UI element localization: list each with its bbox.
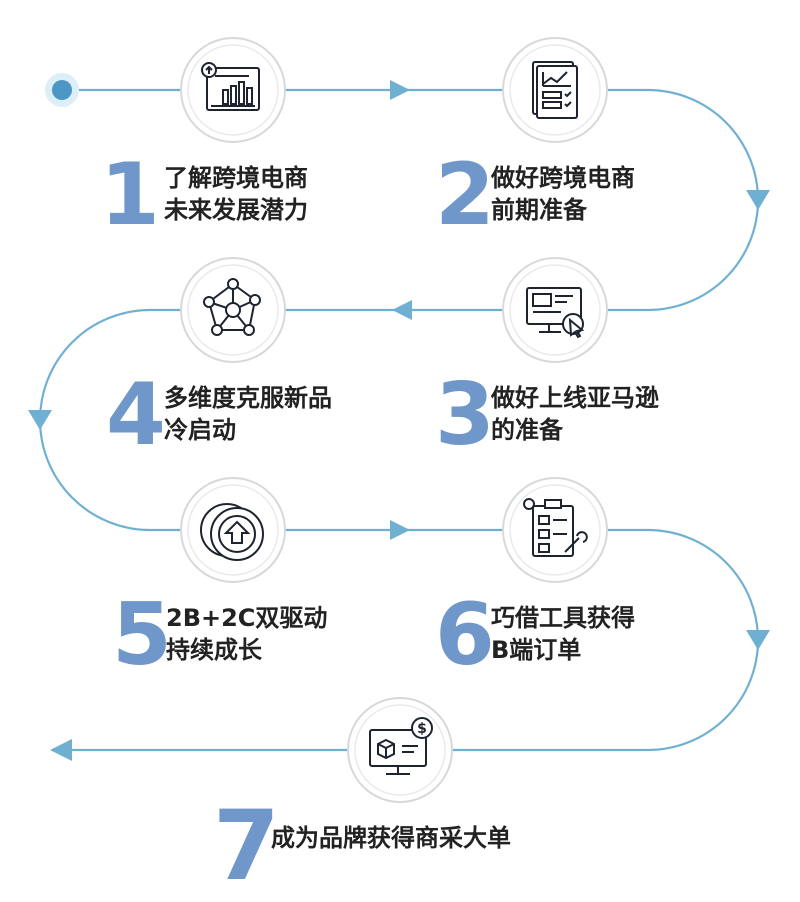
network-nodes-icon <box>180 257 286 363</box>
step-number: 5 <box>112 585 172 685</box>
step-title-line1: 做好跨境电商 <box>491 164 635 192</box>
start-dot <box>45 73 79 107</box>
monitor-cursor-icon <box>502 257 608 363</box>
step-title-line1: 了解跨境电商 <box>164 164 308 192</box>
step-number: 2 <box>435 145 495 245</box>
step-title-line1: 巧借工具获得 <box>491 604 635 632</box>
step-3: 3 做好上线亚马逊 的准备 <box>435 372 725 460</box>
arrow-left-1 <box>392 300 412 320</box>
step-title-line2: 前期准备 <box>491 196 587 224</box>
step-title-line1: 多维度克服新品 <box>164 384 332 412</box>
growth-coins-icon <box>180 477 286 583</box>
step-6: 6 巧借工具获得 B端订单 <box>435 592 725 680</box>
step-4: 4 多维度克服新品 冷启动 <box>106 372 406 460</box>
arrow-right-1 <box>390 80 410 100</box>
step-title-line1: 成为品牌获得商采大单 <box>271 824 511 852</box>
step-number: 7 <box>213 790 280 902</box>
svg-text:$: $ <box>417 721 427 737</box>
step-1: 1 了解跨境电商 未来发展潜力 <box>100 152 390 240</box>
step-title-line2: 冷启动 <box>164 416 236 444</box>
arrow-left-end <box>50 739 72 761</box>
step-number: 4 <box>106 365 166 465</box>
arrow-down-3 <box>746 630 770 650</box>
step-number: 1 <box>100 145 160 245</box>
step-7: 7 成为品牌获得商采大单 <box>213 798 633 894</box>
step-title-line2: 持续成长 <box>166 636 262 664</box>
step-title-line2: B端订单 <box>491 636 582 664</box>
arrow-down-2 <box>28 410 52 430</box>
step-5: 5 2B+2C双驱动 持续成长 <box>112 592 402 680</box>
chart-tablet-icon <box>180 37 286 143</box>
flow-arrows <box>28 80 770 761</box>
step-number: 3 <box>435 365 495 465</box>
arrow-right-2 <box>390 520 410 540</box>
checklist-chart-icon <box>502 37 608 143</box>
step-number: 6 <box>435 585 495 685</box>
step-title-line2: 的准备 <box>491 416 563 444</box>
clipboard-tools-icon <box>502 477 608 583</box>
arrow-down-1 <box>746 190 770 210</box>
step-title-line1: 2B+2C双驱动 <box>166 604 328 632</box>
step-title-line1: 做好上线亚马逊 <box>491 384 659 412</box>
step-2: 2 做好跨境电商 前期准备 <box>435 152 725 240</box>
step-title-line2: 未来发展潜力 <box>164 196 308 224</box>
computer-commerce-icon: $ <box>347 697 453 803</box>
